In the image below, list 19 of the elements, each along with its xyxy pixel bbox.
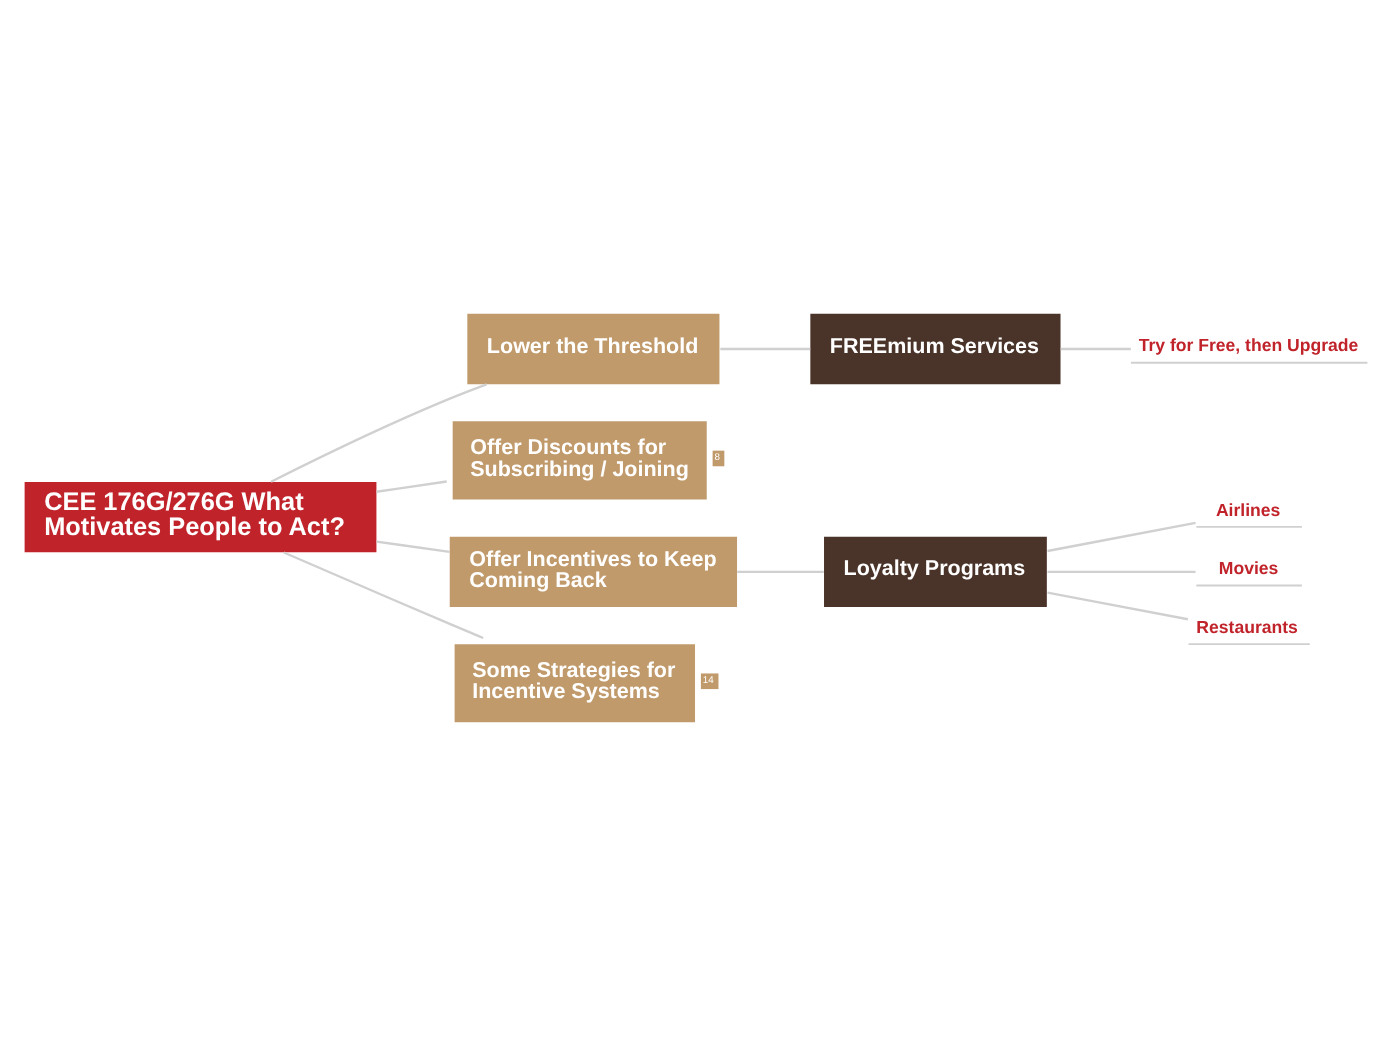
connector xyxy=(1047,590,1189,620)
connector xyxy=(376,479,447,492)
node-box: Lower the Threshold xyxy=(467,312,720,384)
node-box: CEE 176G/276G What Motivates People to Act? xyxy=(24,480,377,552)
connector xyxy=(1047,569,1196,572)
node-text: Airlines xyxy=(1215,498,1281,519)
connector xyxy=(1060,346,1131,350)
node-text: Movies xyxy=(1218,557,1279,578)
node-box: Offer Incentives to Keep Coming Back xyxy=(449,535,738,606)
connector xyxy=(1047,520,1196,552)
connector xyxy=(376,539,450,553)
connector xyxy=(270,382,488,482)
connector xyxy=(283,550,484,639)
node-box: FREEmium Services xyxy=(810,312,1061,384)
connector xyxy=(737,569,824,572)
node-text: Restaurants xyxy=(1196,615,1298,636)
connector xyxy=(720,346,811,350)
node-box: Loyalty Programs xyxy=(824,535,1047,606)
node-text: Try for Free, then Upgrade xyxy=(1138,334,1359,355)
